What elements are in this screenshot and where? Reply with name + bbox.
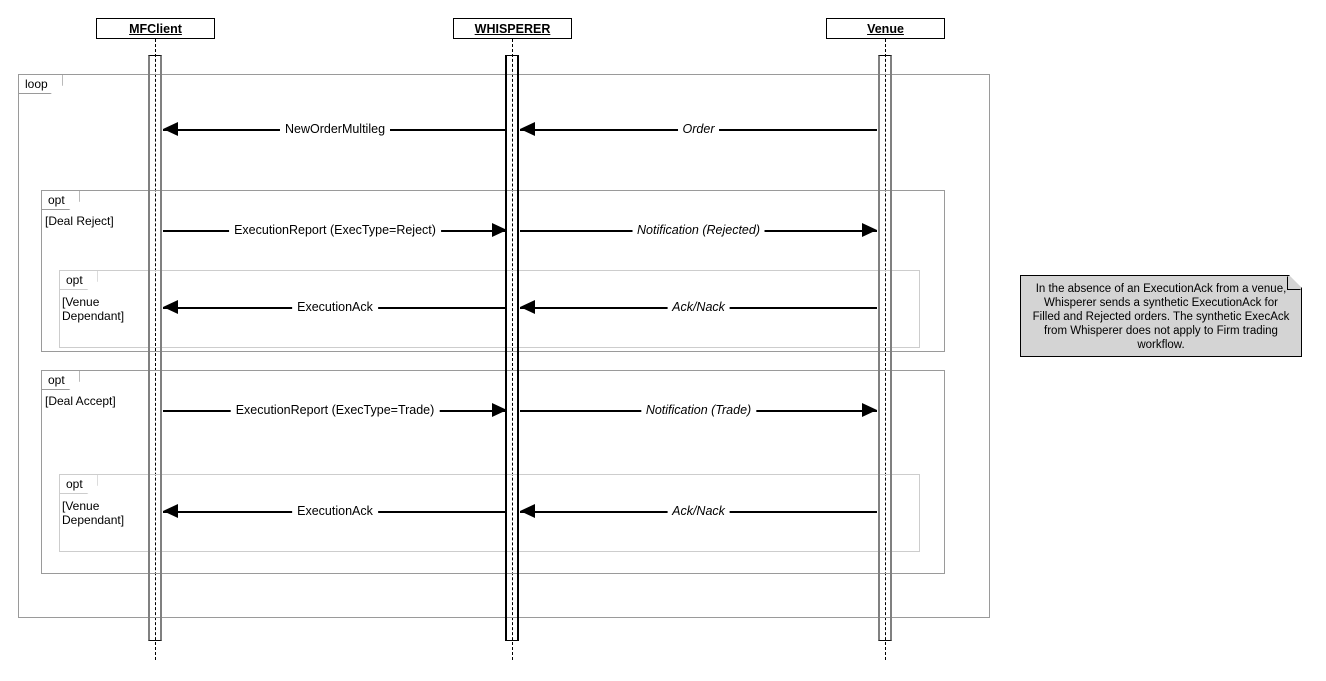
fragment-opt-venue-dependant-upper: opt [59, 270, 920, 348]
arrowhead-right-icon [862, 223, 877, 237]
fragment-opt-deal-accept-operator: opt [42, 371, 80, 390]
lifeline-header-whisperer[interactable]: WHISPERER [453, 18, 572, 39]
message-order[interactable]: Order [520, 120, 877, 139]
message-ack-nack-lower[interactable]: Ack/Nack [520, 502, 877, 521]
fragment-opt-venue-dependant-lower-operator: opt [60, 475, 98, 494]
message-execution-ack-lower[interactable]: ExecutionAck [163, 502, 507, 521]
arrowhead-right-icon [492, 403, 507, 417]
message-label: Notification (Trade) [640, 401, 757, 419]
message-label: Order [677, 120, 720, 138]
activation-bar-mfclient [148, 55, 162, 641]
fragment-opt-deal-reject: opt [41, 190, 945, 352]
fragment-opt-venue-dependant-upper-guard: [Venue Dependant] [62, 295, 125, 323]
arrowhead-left-icon [163, 300, 178, 314]
fragment-loop-operator: loop [19, 75, 63, 94]
arrowhead-left-icon [163, 122, 178, 136]
note-fold-corner-icon [1287, 276, 1301, 290]
arrowhead-right-icon [862, 403, 877, 417]
fragment-opt-deal-reject-operator: opt [42, 191, 80, 210]
arrowhead-left-icon [163, 504, 178, 518]
lifeline-stem-mfclient [155, 39, 156, 660]
note-synthetic-execution-ack: In the absence of an ExecutionAck from a… [1020, 275, 1302, 357]
message-notification-rejected[interactable]: Notification (Rejected) [520, 221, 877, 240]
message-label: Ack/Nack [667, 502, 730, 520]
message-notification-trade[interactable]: Notification (Trade) [520, 401, 877, 420]
message-label: ExecutionReport (ExecType=Reject) [229, 221, 441, 239]
message-execution-report-trade[interactable]: ExecutionReport (ExecType=Trade) [163, 401, 507, 420]
arrowhead-left-icon [520, 122, 535, 136]
fragment-loop: loop [18, 74, 990, 618]
lifeline-stem-venue [885, 39, 886, 660]
message-label: ExecutionAck [292, 298, 378, 316]
activation-bar-venue [878, 55, 892, 641]
lifeline-header-mfclient[interactable]: MFClient [96, 18, 215, 39]
message-label: ExecutionAck [292, 502, 378, 520]
arrowhead-left-icon [520, 300, 535, 314]
note-text: In the absence of an ExecutionAck from a… [1032, 283, 1290, 351]
arrowhead-left-icon [520, 504, 535, 518]
fragment-opt-deal-reject-guard: [Deal Reject] [45, 214, 114, 228]
lifeline-header-venue[interactable]: Venue [826, 18, 945, 39]
fragment-opt-venue-dependant-upper-operator: opt [60, 271, 98, 290]
message-execution-ack-upper[interactable]: ExecutionAck [163, 298, 507, 317]
fragment-opt-deal-accept: opt [41, 370, 945, 574]
activation-bar-whisperer [505, 55, 519, 641]
message-label: Ack/Nack [667, 298, 730, 316]
message-label: Notification (Rejected) [632, 221, 765, 239]
fragment-opt-deal-accept-guard: [Deal Accept] [45, 394, 116, 408]
fragment-opt-venue-dependant-lower-guard: [Venue Dependant] [62, 499, 125, 527]
lifeline-stem-whisperer [512, 39, 513, 660]
message-ack-nack-upper[interactable]: Ack/Nack [520, 298, 877, 317]
message-new-order-multileg[interactable]: NewOrderMultileg [163, 120, 507, 139]
arrowhead-right-icon [492, 223, 507, 237]
fragment-opt-venue-dependant-lower: opt [59, 474, 920, 552]
message-label: NewOrderMultileg [279, 120, 391, 138]
message-label: ExecutionReport (ExecType=Trade) [230, 401, 440, 419]
message-execution-report-reject[interactable]: ExecutionReport (ExecType=Reject) [163, 221, 507, 240]
